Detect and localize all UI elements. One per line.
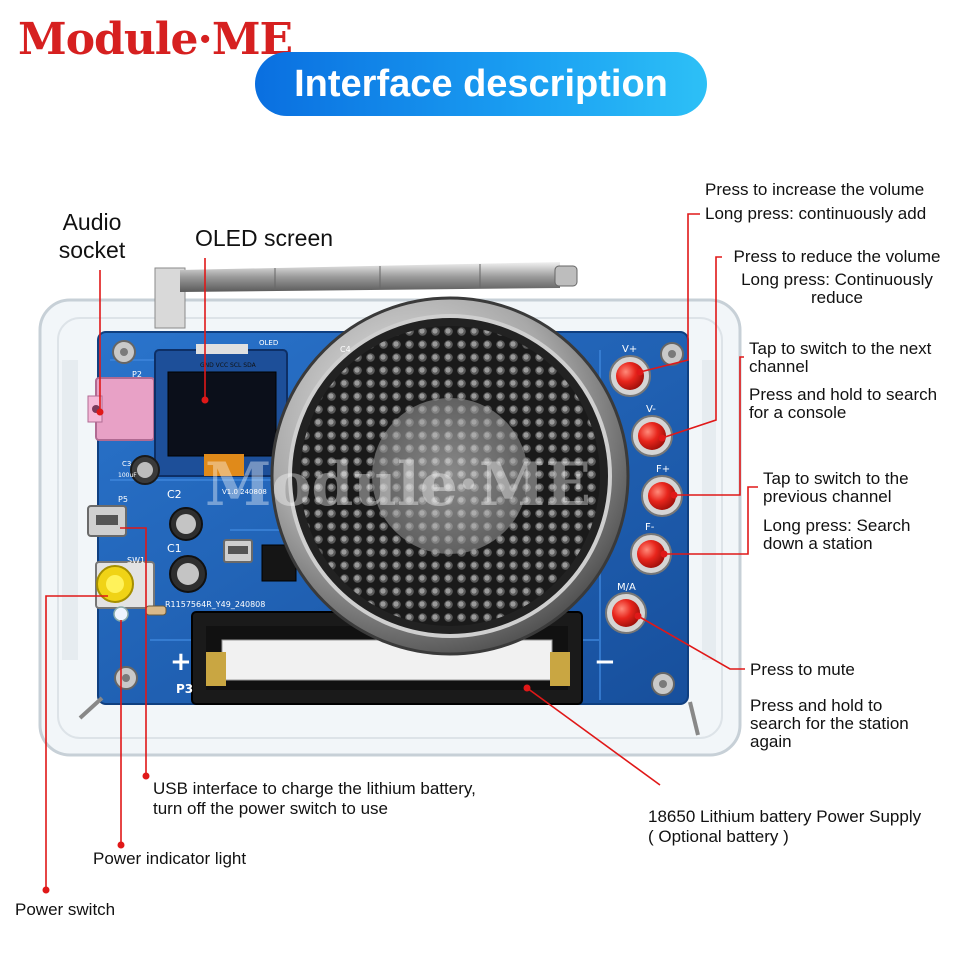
label-previous-channel: Tap to switch to the previous channel Lo… xyxy=(763,469,911,553)
brand-logo: Module·ME xyxy=(18,14,293,65)
power-switch-component xyxy=(95,561,155,609)
leader-power-switch xyxy=(45,595,108,890)
silk-c4: C4 xyxy=(340,345,351,354)
button-fplus xyxy=(641,475,683,517)
label-audio-socket: Audio socket xyxy=(58,209,126,263)
leader-battery xyxy=(526,687,661,786)
label-mute: Press to mute Press and hold to search f… xyxy=(750,660,909,751)
ic-chip xyxy=(261,544,297,582)
resistor xyxy=(145,605,167,616)
page-title: Interface description xyxy=(255,52,707,116)
leader-vol-up xyxy=(639,213,700,373)
silk-oled-pins: GND VCC SCL SDA xyxy=(200,362,257,369)
silk-fplus: F+ xyxy=(656,464,670,475)
usb-port xyxy=(87,505,253,563)
label-next-channel: Tap to switch to the next channel Press … xyxy=(749,339,938,422)
label-volume-down: Press to reduce the volume Long press: C… xyxy=(733,247,941,307)
silk-vminus: V- xyxy=(646,404,656,415)
watermark: Module·ME xyxy=(205,450,591,520)
label-oled-screen: OLED screen xyxy=(195,225,334,251)
leader-next xyxy=(674,356,744,496)
silk-version: V1.0 240808 xyxy=(222,488,267,496)
button-fminus xyxy=(630,533,672,575)
leader-vol-down xyxy=(661,256,722,439)
leader-dots xyxy=(42,368,678,894)
button-vminus xyxy=(631,415,673,457)
silk-c3-val: 100uF xyxy=(118,472,137,479)
button-ma xyxy=(605,592,647,634)
silk-ma: M/A xyxy=(617,582,636,593)
silk-minus: − xyxy=(594,647,616,677)
silk-plus: + xyxy=(170,647,192,677)
silk-oled: OLED xyxy=(259,339,278,347)
label-volume-up: Press to increase the volume Long press:… xyxy=(705,180,927,223)
silk-c2: C2 xyxy=(167,488,182,501)
oled-module xyxy=(154,344,288,477)
label-usb-interface: USB interface to charge the lithium batt… xyxy=(153,779,476,818)
leader-prev xyxy=(664,486,758,555)
capacitors xyxy=(130,455,207,593)
silk-vplus: V+ xyxy=(622,344,637,355)
audio-socket xyxy=(87,377,155,441)
silk-p3: P3 xyxy=(176,682,193,696)
silk-c1: C1 xyxy=(167,542,182,555)
silk-c3: C3 xyxy=(122,460,131,468)
label-battery: 18650 Lithium battery Power Supply ( Opt… xyxy=(648,807,922,846)
silk-p2: P2 xyxy=(132,370,142,379)
label-power-indicator-light: Power indicator light xyxy=(93,849,247,868)
power-indicator-led xyxy=(113,606,129,622)
silk-sw1: SW1 xyxy=(127,556,145,565)
silk-fminus: F- xyxy=(645,522,655,533)
speaker xyxy=(270,296,630,656)
telescopic-antenna xyxy=(154,262,578,329)
button-vplus xyxy=(609,355,651,397)
silk-p5: P5 xyxy=(118,495,128,504)
silkscreen-text: OLED GND VCC SCL SDA P2 C3 100uF P5 C2 C… xyxy=(118,339,670,696)
leader-mute xyxy=(637,615,745,670)
label-power-switch: Power switch xyxy=(15,900,116,919)
leader-usb xyxy=(120,527,147,776)
silk-board-id: R1157564R_Y49_240808 xyxy=(165,600,265,609)
leader-lines xyxy=(45,213,758,890)
